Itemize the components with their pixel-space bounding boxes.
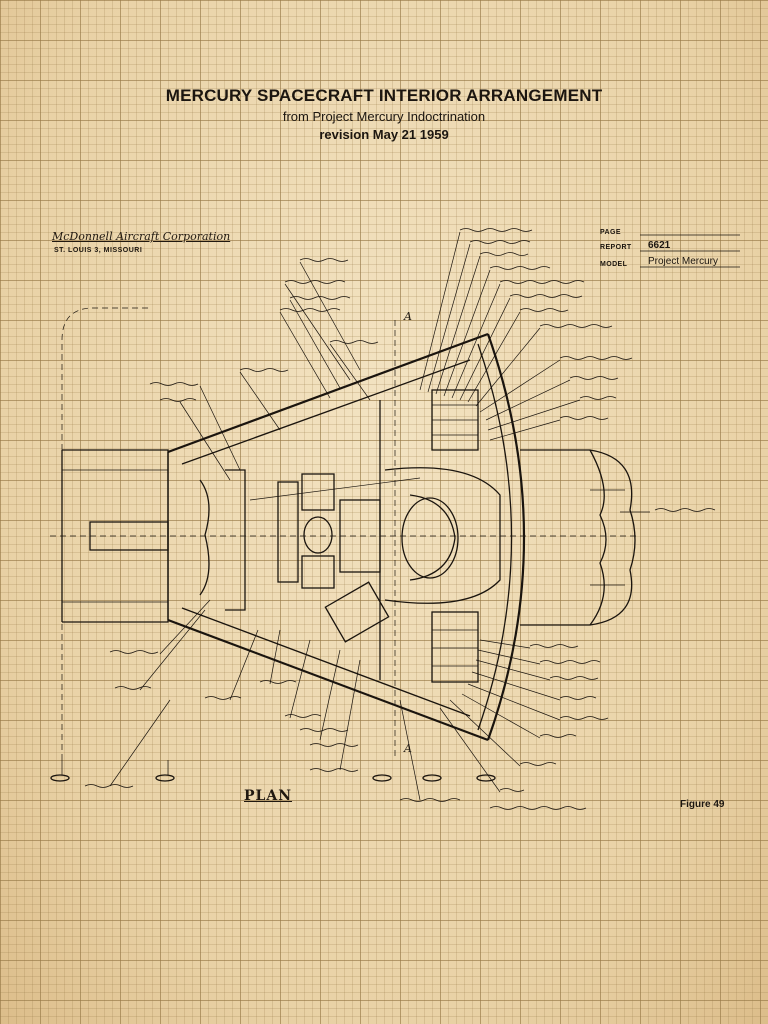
illegible-callout-marks bbox=[84, 228, 716, 810]
section-marker-top: A bbox=[403, 310, 412, 323]
title-block-report-value: 6621 bbox=[648, 240, 671, 251]
title-block-model-label: MODEL bbox=[600, 261, 628, 268]
section-marker-bottom: A bbox=[403, 742, 412, 755]
company-city: ST. LOUIS 3, MISSOURI bbox=[54, 247, 143, 254]
drawing-subtitle: from Project Mercury Indoctrination bbox=[282, 109, 486, 124]
dashed-parachute-outline bbox=[61, 307, 169, 775]
spacecraft-outline bbox=[167, 332, 526, 742]
company-name: McDonnell Aircraft Corporation bbox=[52, 230, 231, 243]
title-block-page-label: PAGE bbox=[600, 229, 621, 236]
title-block-report-label: REPORT bbox=[600, 244, 632, 251]
station-markers bbox=[50, 774, 496, 782]
callout-leaders bbox=[109, 231, 650, 801]
plan-view-label: PLAN bbox=[244, 788, 293, 804]
drawing-title: MERCURY SPACECRAFT INTERIOR ARRANGEMENT bbox=[165, 86, 603, 105]
title-block-model-value: Project Mercury bbox=[648, 256, 719, 267]
title-block-lines bbox=[640, 234, 740, 268]
aft-heat-shield-and-retro-package bbox=[520, 449, 636, 626]
centerline bbox=[50, 320, 640, 760]
figure-number: Figure 49 bbox=[680, 799, 725, 810]
revision-date: revision May 21 1959 bbox=[319, 127, 449, 142]
